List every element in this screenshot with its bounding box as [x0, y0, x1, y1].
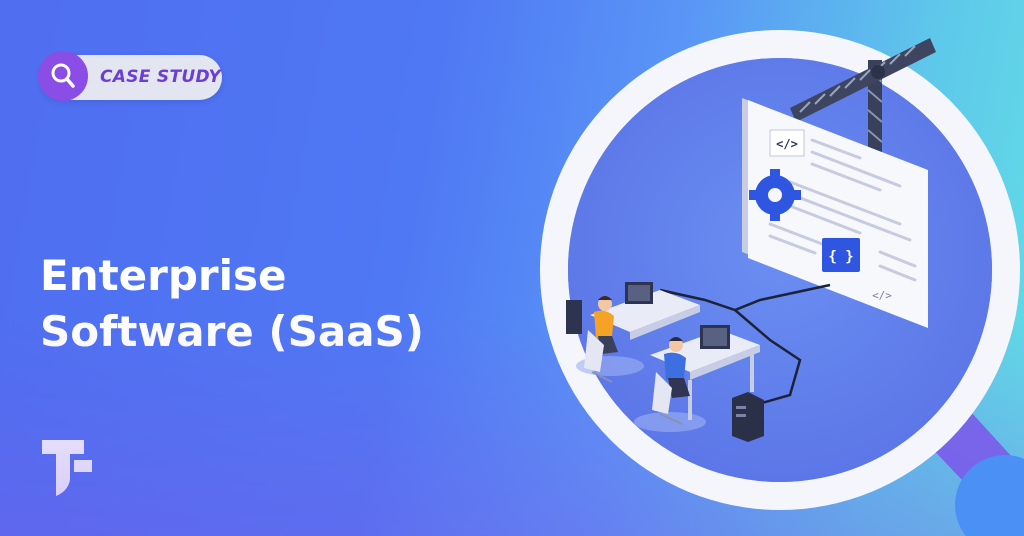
badge-label: CASE STUDY	[100, 67, 222, 87]
headline-line-1: Enterprise	[40, 251, 287, 300]
headline: Enterprise Software (SaaS)	[40, 248, 424, 360]
network-cables	[659, 283, 831, 407]
brand-logo	[42, 440, 92, 496]
headline-line-2: Software (SaaS)	[40, 307, 424, 356]
case-study-badge: CASE STUDY	[38, 51, 222, 101]
magnifier-icon	[38, 51, 88, 101]
code-document: </> { } </>	[742, 98, 928, 328]
gear-icon	[749, 169, 801, 221]
code-tag-bottom: </>	[872, 289, 892, 302]
workstation-1	[566, 282, 700, 383]
workstation-2	[634, 325, 764, 442]
code-tag-top: </>	[776, 137, 798, 151]
braces-icon: { }	[828, 249, 853, 265]
braces-icon-box	[822, 238, 860, 272]
